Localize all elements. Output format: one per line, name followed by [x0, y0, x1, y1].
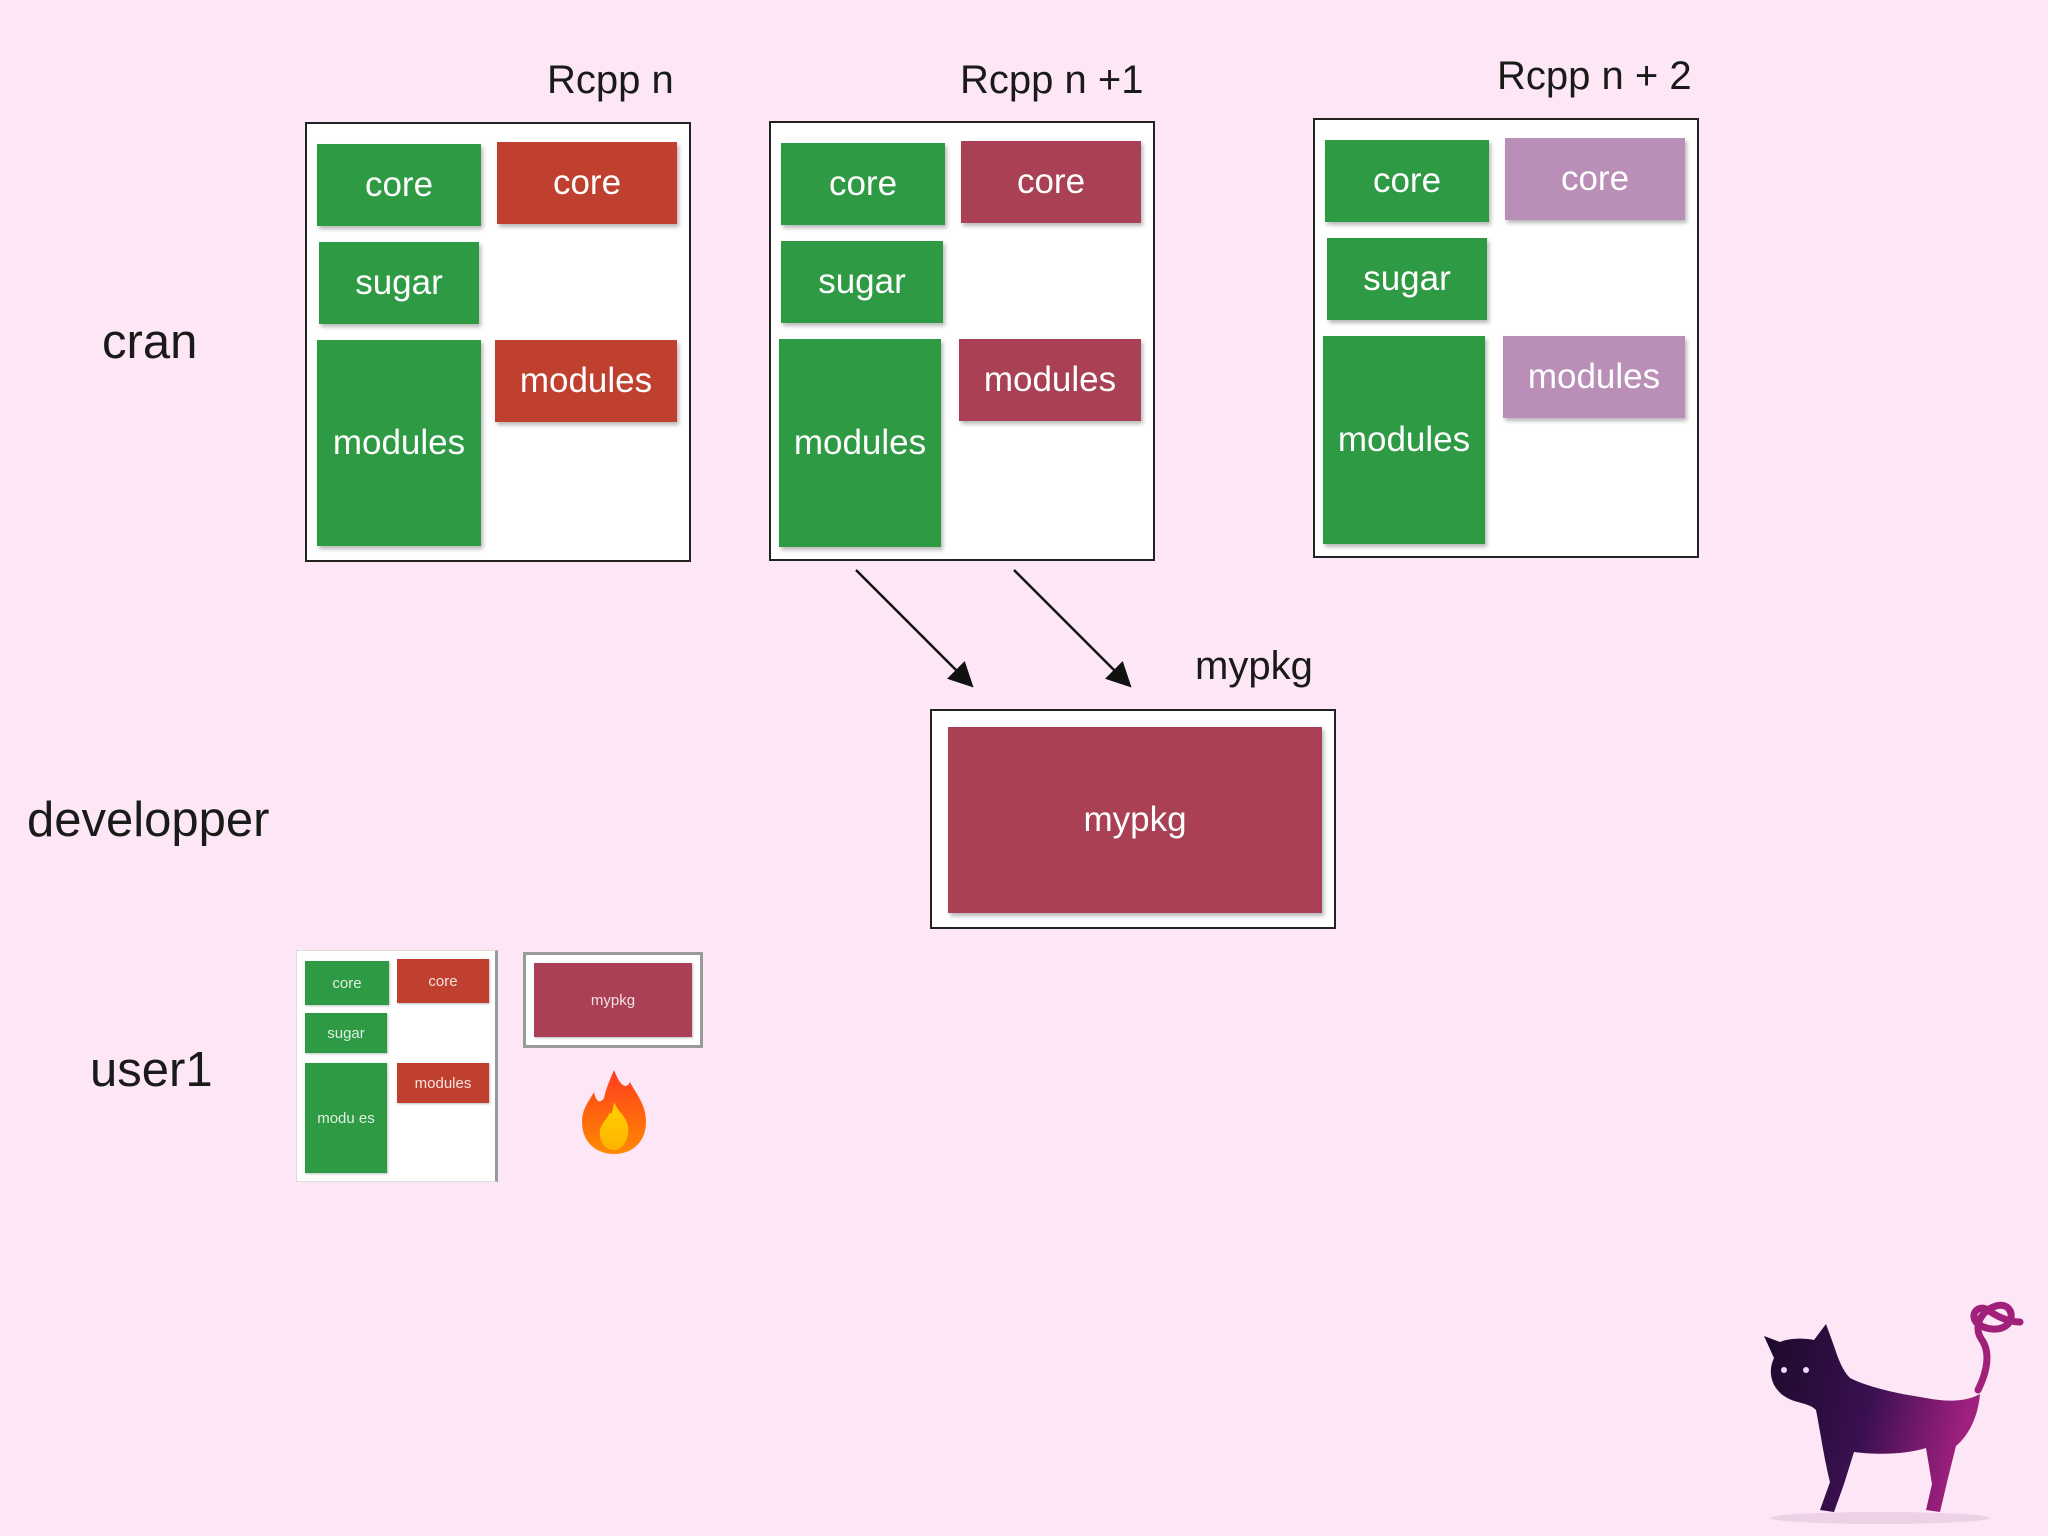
user1-modules-red-block: modules — [397, 1063, 489, 1103]
column-title-rcpp-n: Rcpp n — [547, 58, 674, 102]
rcpp-n-sugar-block: sugar — [319, 242, 479, 324]
rcpp-n-core-red-block: core — [497, 142, 677, 224]
arrow-modules-to-mypkg — [1013, 569, 1132, 688]
user1-core-green-block: core — [305, 961, 389, 1005]
mypkg-block: mypkg — [948, 727, 1322, 913]
column-title-rcpp-n-plus-2: Rcpp n + 2 — [1497, 54, 1692, 98]
rcpp-n-modules-green-block: modules — [317, 340, 481, 546]
rcpp-n1-modules-red-block: modules — [959, 339, 1141, 421]
rcpp-n2-modules-green-block: modules — [1323, 336, 1485, 544]
rcpp-n1-sugar-block: sugar — [781, 241, 943, 323]
rcpp-n1-core-red-block: core — [961, 141, 1141, 223]
user1-core-red-block: core — [397, 959, 489, 1003]
rcpp-n2-modules-purple-block: modules — [1503, 336, 1685, 418]
fire-icon — [582, 1070, 646, 1154]
user1-sugar-block: sugar — [305, 1013, 387, 1053]
column-title-rcpp-n-plus-1: Rcpp n +1 — [960, 58, 1144, 102]
rcpp-n2-sugar-block: sugar — [1327, 238, 1487, 320]
rcpp-n-core-green-block: core — [317, 144, 481, 226]
row-label-user1: user1 — [90, 1043, 213, 1097]
rcpp-n-modules-red-block: modules — [495, 340, 677, 422]
cat-icon — [1764, 1301, 2024, 1524]
user1-mypkg-block: mypkg — [534, 963, 692, 1037]
mypkg-title: mypkg — [1195, 644, 1313, 688]
row-label-developer: developper — [27, 793, 270, 847]
rcpp-n-plus-2-panel: core core sugar modules modules — [1313, 118, 1699, 558]
user1-modules-green-block: modu es — [305, 1063, 387, 1173]
user1-mypkg-thumbnail: mypkg — [523, 952, 703, 1048]
rcpp-n2-core-purple-block: core — [1505, 138, 1685, 220]
rcpp-n2-core-green-block: core — [1325, 140, 1489, 222]
user1-rcpp-thumbnail: core core sugar modu es modules — [296, 950, 498, 1182]
rcpp-n1-modules-green-block: modules — [779, 339, 941, 547]
arrow-core-to-mypkg — [855, 569, 974, 688]
rcpp-n-panel: core core sugar modules modules — [305, 122, 691, 562]
row-label-cran: cran — [102, 315, 198, 369]
mypkg-panel: mypkg — [930, 709, 1336, 929]
rcpp-n1-core-green-block: core — [781, 143, 945, 225]
rcpp-n-plus-1-panel: core core sugar modules modules — [769, 121, 1155, 561]
